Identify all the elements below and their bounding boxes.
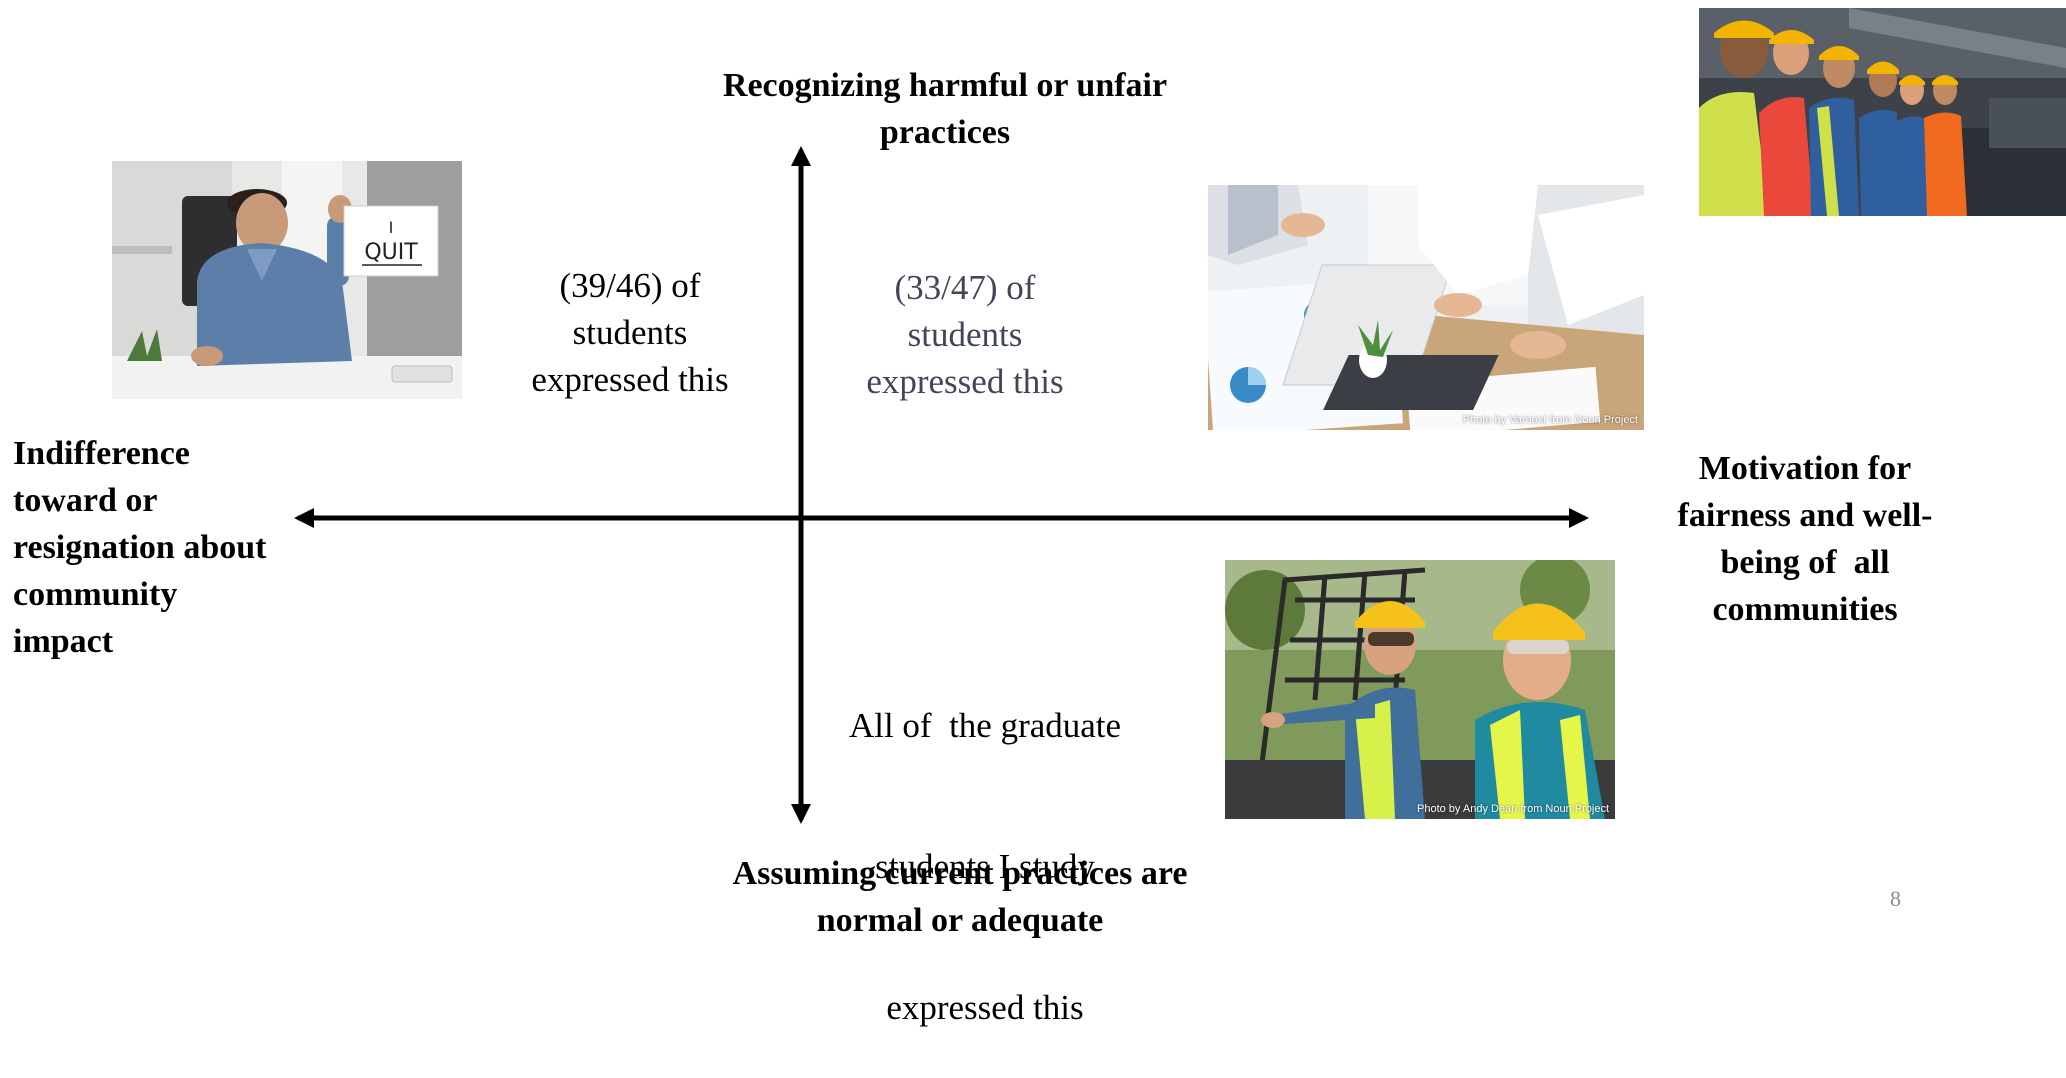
left-axis-label-line: community (13, 576, 178, 613)
right-axis-label-line: being of all (1720, 544, 1890, 581)
top-axis-label-line1: Recognizing harmful or unfair (722, 67, 1168, 104)
bottom-axis-label: Assuming current practices are normal or… (660, 850, 1260, 944)
person-holding-quit-sign-icon: I QUIT (112, 161, 462, 399)
right-axis-label-line: communities (1712, 591, 1898, 628)
workers-row-photo (1699, 8, 2066, 216)
bottom-axis-label-line1: Assuming current practices are (732, 855, 1188, 892)
svg-text:I: I (389, 218, 394, 237)
quit-photo: I QUIT (112, 161, 462, 399)
quadrant-text-line: expressed this (866, 362, 1064, 401)
top-axis-label-line2: practices (879, 114, 1011, 151)
office-photo-credit: Photo by Varnext from Noun Project (1462, 414, 1638, 426)
slide-number: 8 (1890, 886, 1901, 911)
office-photo: Photo by Varnext from Noun Project (1208, 185, 1644, 430)
bottom-axis-label-line2: normal or adequate (816, 902, 1104, 939)
construction-photo-credit: Photo by Andy Dean from Noun Project (1417, 803, 1609, 815)
left-axis-label-line: resignation about (13, 529, 267, 566)
office-team-analyzing-charts-icon (1208, 185, 1644, 430)
construction-workers-pointing-icon (1225, 560, 1615, 819)
right-axis-label-line: Motivation for (1698, 450, 1912, 487)
top-axis-label: Recognizing harmful or unfair practices (660, 62, 1230, 156)
factory-workers-in-hard-hats-icon (1699, 8, 2066, 216)
quadrant-text-line: students I study (875, 847, 1095, 886)
quadrant-text-line: All of the graduate (848, 706, 1122, 745)
left-axis-label-line: toward or (13, 482, 158, 519)
quadrant-axes (294, 146, 1589, 824)
construction-photo: Photo by Andy Dean from Noun Project (1225, 560, 1615, 819)
quadrant-text-line: expressed this (886, 988, 1084, 1027)
bottom-right-quadrant-text: All of the graduate students I study exp… (815, 608, 1155, 1078)
quadrant-text-line: students (907, 315, 1023, 354)
quadrant-text-line: (39/46) of (559, 266, 701, 305)
left-axis-label: Indifference toward or resignation about… (13, 430, 313, 665)
left-axis-label-line: Indifference (13, 435, 190, 472)
quadrant-text-line: students (572, 313, 688, 352)
left-axis-label-line: impact (13, 623, 114, 660)
right-axis-label: Motivation for fairness and well- being … (1640, 445, 1970, 633)
top-left-quadrant-text: (39/46) of students expressed this (490, 262, 770, 403)
quadrant-text-line: (33/47) of (894, 268, 1036, 307)
quadrant-text-line: expressed this (531, 360, 729, 399)
top-right-quadrant-text: (33/47) of students expressed this (825, 264, 1105, 405)
svg-text:QUIT: QUIT (364, 240, 418, 265)
right-axis-label-line: fairness and well- (1677, 497, 1933, 534)
